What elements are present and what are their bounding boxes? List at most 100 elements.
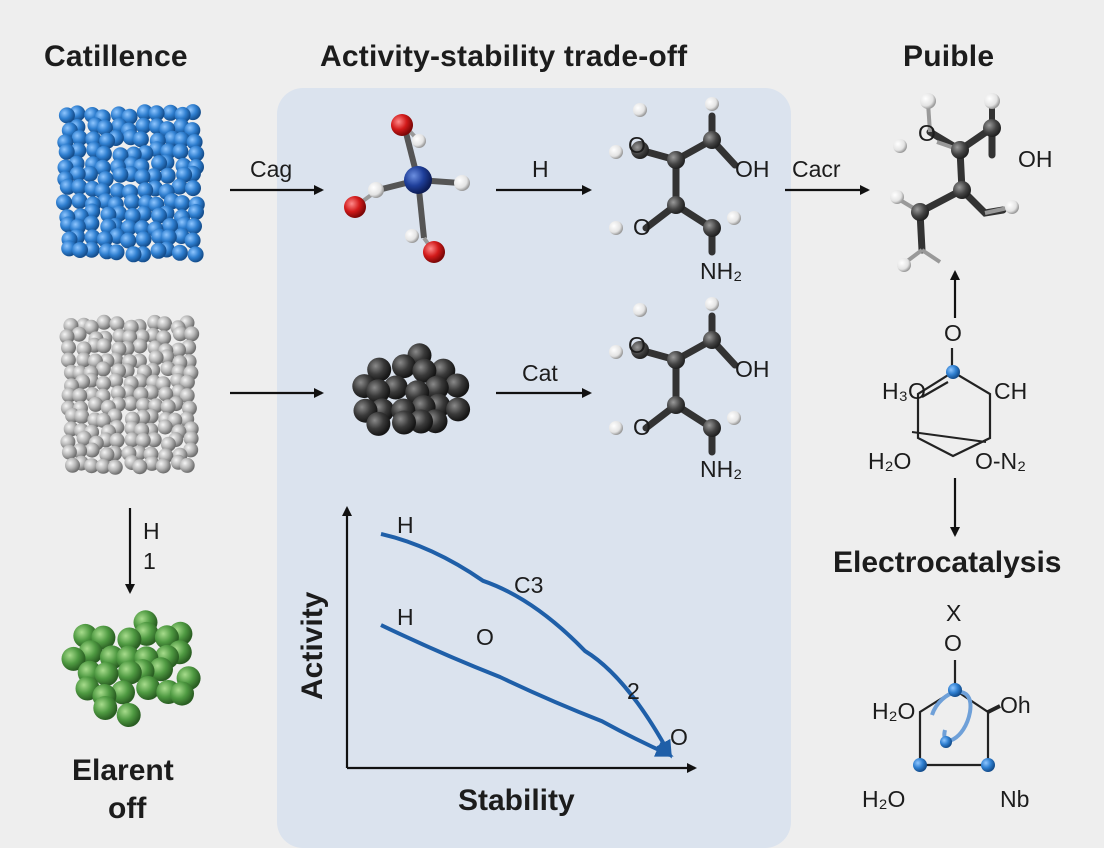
atom-sphere: [93, 696, 118, 720]
atom-sphere: [96, 338, 112, 354]
atom-sphere: [160, 229, 177, 246]
label-cat: Cat: [522, 360, 558, 386]
atom-sphere: [111, 680, 135, 705]
atom-sphere: [367, 357, 392, 382]
atom-sphere: [76, 430, 92, 446]
atom-sphere: [58, 107, 75, 124]
atom-sphere: [121, 108, 138, 125]
atom-sphere: [184, 232, 201, 249]
electro-h2o-bottom: H₂O: [862, 786, 906, 812]
series1-start-label: H: [397, 512, 414, 538]
atom-sphere: [95, 412, 111, 428]
atom-sphere: [59, 329, 75, 345]
blue-nanoparticle-cube: [56, 104, 205, 263]
series2-start-label: H: [397, 604, 414, 630]
left-bottom-label-line2: off: [108, 792, 147, 825]
title-right: Puible: [903, 40, 995, 73]
atom-sphere: [81, 165, 98, 182]
atom-sphere: [157, 419, 173, 435]
metal-complex-molecule: [344, 114, 470, 263]
atom-sphere: [83, 319, 99, 335]
atom-sphere: [409, 409, 433, 434]
atom-sphere: [88, 396, 104, 412]
amino1-oh: OH: [735, 156, 770, 182]
atom-sphere: [96, 119, 113, 136]
atom-sphere: [392, 410, 416, 435]
atom-sphere: [108, 244, 125, 261]
electrocatalysis-molecule: [913, 660, 1001, 772]
amino2-o-bottom: O: [633, 414, 651, 440]
title-center: Activity-stability trade-off: [320, 40, 688, 73]
amino-molecule-top: [609, 97, 741, 256]
electro-x: X: [946, 600, 962, 626]
atom-sphere: [174, 195, 191, 212]
atom-sphere: [96, 231, 113, 248]
electro-oh: Oh: [1000, 692, 1031, 718]
atom-sphere: [160, 399, 176, 415]
atom-sphere: [65, 457, 80, 473]
atom-sphere: [72, 388, 88, 404]
atom-sphere: [137, 182, 154, 199]
left-bottom-label-line1: Elarent: [72, 754, 174, 787]
atom-sphere: [96, 376, 112, 391]
electrocatalysis-label: Electrocatalysis: [833, 546, 1062, 579]
atom-sphere: [184, 326, 200, 342]
atom-sphere: [366, 411, 391, 436]
atom-sphere: [179, 457, 195, 473]
atom-sphere: [136, 104, 153, 121]
ring-h2o: H₂O: [868, 448, 912, 474]
product-o: O: [918, 120, 936, 146]
atom-sphere: [59, 178, 76, 195]
product-oh: OH: [1018, 146, 1053, 172]
atom-sphere: [95, 145, 112, 162]
atom-sphere: [445, 373, 470, 398]
atom-sphere: [124, 193, 140, 210]
label-cag: Cag: [250, 156, 293, 182]
atom-sphere: [188, 204, 204, 220]
atom-sphere: [61, 444, 77, 460]
atom-sphere: [107, 408, 123, 424]
atom-sphere: [159, 349, 175, 365]
atom-sphere: [58, 143, 75, 160]
atom-sphere: [424, 375, 449, 400]
atom-sphere: [366, 379, 391, 404]
amino1-o-top: O: [628, 132, 646, 158]
ring-molecule: [911, 348, 992, 458]
atom-sphere: [84, 458, 100, 474]
label-one-left: 1: [143, 548, 156, 574]
atom-sphere: [145, 168, 162, 185]
atom-sphere: [132, 459, 148, 475]
atom-sphere: [148, 105, 165, 122]
atom-sphere: [172, 143, 189, 160]
electro-h2o-top: H₂O: [872, 698, 916, 724]
atom-sphere: [71, 326, 87, 342]
atom-sphere: [134, 168, 151, 185]
atom-sphere: [188, 145, 205, 162]
atom-sphere: [61, 646, 86, 671]
atom-sphere: [171, 244, 188, 261]
atom-sphere: [94, 661, 119, 686]
atom-sphere: [184, 122, 201, 139]
amino2-oh: OH: [735, 356, 770, 382]
atom-sphere: [185, 180, 201, 197]
atom-sphere: [392, 354, 416, 379]
electro-o: O: [944, 630, 962, 656]
amino2-o-top: O: [628, 332, 646, 358]
label-h-top: H: [532, 156, 549, 182]
atom-sphere: [151, 155, 168, 172]
atom-sphere: [155, 458, 171, 474]
atom-sphere: [179, 388, 195, 404]
atom-sphere: [186, 218, 202, 235]
atom-sphere: [71, 130, 88, 147]
atom-sphere: [136, 397, 151, 413]
atom-sphere: [135, 231, 152, 248]
amino-molecule-middle: [609, 297, 741, 456]
chart-y-label: Activity: [296, 591, 329, 700]
atom-sphere: [109, 182, 126, 199]
atom-sphere: [99, 132, 116, 149]
amino1-nh2: NH₂: [700, 258, 743, 284]
atom-sphere: [107, 459, 123, 475]
amino1-o-bottom: O: [633, 214, 651, 240]
atom-sphere: [148, 350, 164, 366]
